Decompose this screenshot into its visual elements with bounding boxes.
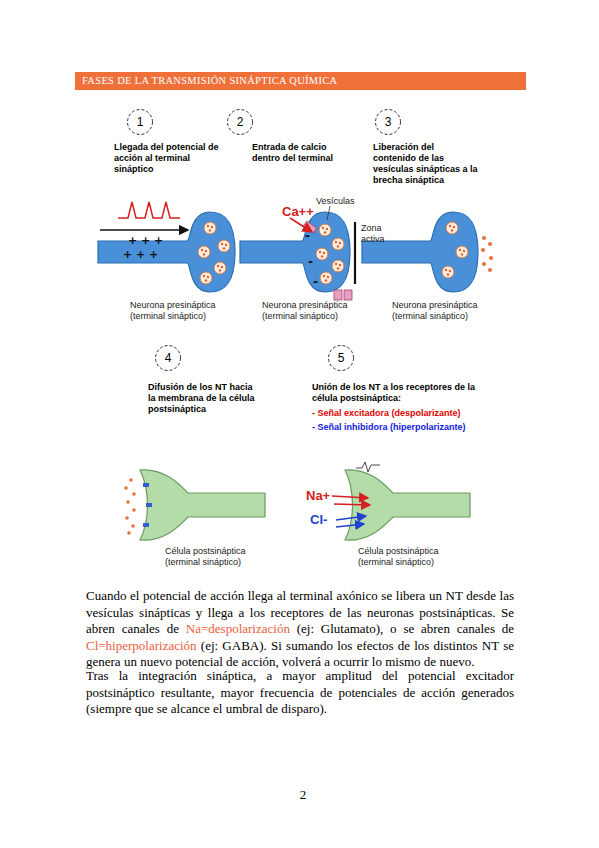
cell-label: Célula postsináptica (terminal sináptico… xyxy=(165,546,277,567)
step-circle: 3 xyxy=(374,108,402,136)
callout-number: 1 xyxy=(126,108,154,136)
body-text: (ej: Glutamato), o se abren canales de xyxy=(297,621,514,636)
step-text: Entrada de calcio dentro del terminal xyxy=(252,142,357,164)
part-label: Zona activa xyxy=(361,223,395,244)
charge-sign: + + + xyxy=(123,249,183,261)
ion-label: Cl- xyxy=(310,512,340,527)
body-text: Tras la integración sináptica, a mayor a… xyxy=(86,668,514,716)
part-label: Vesículas xyxy=(316,196,366,207)
ion-label: Na+ xyxy=(306,488,336,503)
cell-label: Neurona presináptica (terminal sináptico… xyxy=(130,300,242,321)
signal-item: - Señal inhibidora (hiperpolarizante) xyxy=(312,422,522,433)
cell-label: Neurona presináptica (terminal sináptico… xyxy=(392,300,504,321)
signal-item: - Señal excitadora (despolarizante) xyxy=(312,408,522,419)
callout-number: 2 xyxy=(226,108,254,136)
body-paragraph: Tras la integración sináptica, a mayor a… xyxy=(86,668,514,718)
step-circle: 1 xyxy=(126,108,154,136)
ion-label: Ca++ xyxy=(282,204,322,219)
step-circle: 2 xyxy=(226,108,254,136)
cell-label: Célula postsináptica (terminal sináptico… xyxy=(358,546,470,567)
body-paragraph: Cuando el potencial de acción llega al t… xyxy=(86,588,514,671)
section-title: FASES DE LA TRANSMISIÓN SINÁPTICA QUÍMIC… xyxy=(82,74,522,88)
callout-number: 3 xyxy=(374,108,402,136)
page-number: 2 xyxy=(293,787,313,802)
step-text: Llegada del potencial de acción al termi… xyxy=(114,142,226,175)
cell-label: Neurona presináptica (terminal sináptico… xyxy=(262,300,374,321)
charge-sign: - xyxy=(308,256,318,268)
step-text: Difusión de los NT hacia la membrana de … xyxy=(148,382,258,415)
body-text: Na=despolarización xyxy=(186,621,290,636)
step-text: Unión de los NT a los receptores de la c… xyxy=(312,382,502,404)
charge-sign: + + + xyxy=(128,235,188,247)
charge-sign: - xyxy=(313,276,323,288)
charge-sign: - xyxy=(305,230,315,242)
step-text: Liberación del contenido de las vesícula… xyxy=(373,142,478,186)
callout-number: 5 xyxy=(327,344,355,372)
body-text: Cl=hiperpolarización xyxy=(86,638,197,653)
step-circle: 4 xyxy=(154,344,182,372)
step-circle: 5 xyxy=(327,344,355,372)
callout-number: 4 xyxy=(154,344,182,372)
